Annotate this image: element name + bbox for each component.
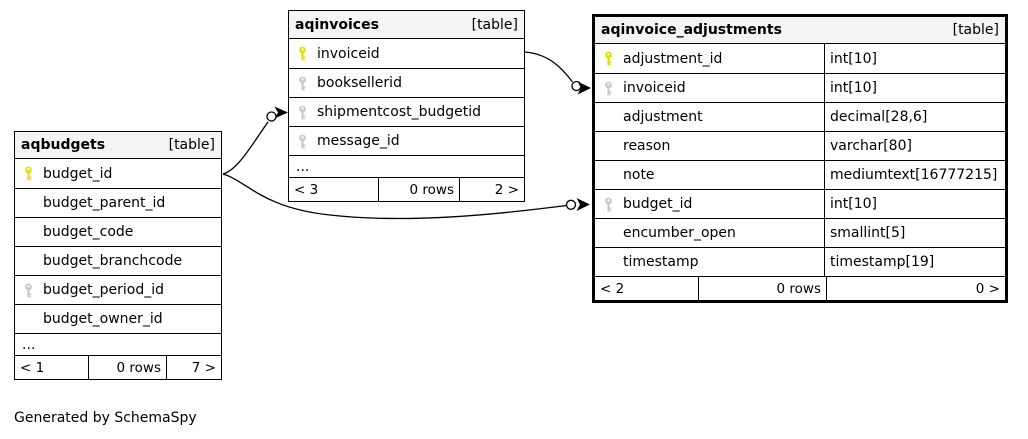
- table-aqbudgets-header[interactable]: aqbudgets [table]: [15, 132, 221, 159]
- table-row: invoiceid int[10]: [595, 73, 1005, 102]
- column-name: invoiceid: [623, 80, 686, 96]
- table-row: timestamp timestamp[19]: [595, 247, 1005, 276]
- column-name: budget_branchcode: [43, 253, 183, 269]
- footer-children: 0 >: [826, 277, 1005, 300]
- column-type: mediumtext[16777215]: [824, 161, 1005, 189]
- key-spacer: [603, 167, 615, 183]
- table-row: note mediumtext[16777215]: [595, 160, 1005, 189]
- table-badge: [table]: [168, 137, 215, 153]
- table-row: booksellerid: [289, 68, 524, 97]
- column-name: shipmentcost_budgetid: [317, 104, 482, 120]
- footer-parents: < 1: [20, 359, 45, 376]
- column-type: varchar[80]: [824, 132, 1005, 160]
- footer-row-count: 0 rows: [698, 277, 826, 300]
- table-aqinvoices: aqinvoices [table] invoiceid bookselleri…: [288, 10, 525, 202]
- table-row: adjustment_id int[10]: [595, 44, 1005, 73]
- table-row: encumber_open smallint[5]: [595, 218, 1005, 247]
- column-name: adjustment_id: [623, 50, 723, 67]
- ellipsis-row: ...: [15, 333, 221, 355]
- primary-key-icon: [603, 51, 615, 67]
- footer-row-count: 0 rows: [378, 178, 459, 201]
- table-row: adjustment decimal[28,6]: [595, 102, 1005, 131]
- table-footer: < 1 0 rows 7 >: [15, 355, 221, 379]
- column-type: smallint[5]: [824, 219, 1005, 247]
- foreign-key-icon: [603, 80, 615, 96]
- column-name: budget_id: [623, 196, 693, 212]
- relationship-invoices-to-adjustments: [524, 51, 591, 95]
- column-type: int[10]: [824, 44, 1005, 73]
- key-spacer: [603, 138, 615, 154]
- foreign-key-icon: [297, 133, 309, 149]
- generated-by-note: Generated by SchemaSpy: [14, 410, 197, 426]
- foreign-key-icon: [23, 282, 35, 298]
- column-name: encumber_open: [623, 225, 736, 241]
- key-spacer: [603, 109, 615, 125]
- table-title: aqinvoice_adjustments: [601, 22, 782, 38]
- ellipsis-row: ...: [289, 155, 524, 177]
- relationship-budgets-to-invoices: [222, 106, 288, 175]
- primary-key-icon: [297, 46, 309, 62]
- column-type: timestamp[19]: [824, 248, 1005, 276]
- foreign-key-icon: [297, 104, 309, 120]
- column-name: booksellerid: [317, 75, 402, 91]
- table-badge: [table]: [952, 22, 999, 38]
- table-row: budget_branchcode: [15, 246, 221, 275]
- table-footer: < 2 0 rows 0 >: [595, 276, 1005, 300]
- footer-parents: < 3: [294, 181, 319, 198]
- key-spacer: [23, 311, 35, 327]
- footer-children: 2 >: [459, 178, 524, 201]
- column-name: budget_code: [43, 224, 134, 240]
- column-name: budget_owner_id: [43, 311, 163, 327]
- table-row: invoiceid: [289, 39, 524, 68]
- foreign-key-icon: [297, 75, 309, 91]
- column-type: int[10]: [824, 190, 1005, 218]
- table-aqinvoices-header[interactable]: aqinvoices [table]: [289, 11, 524, 39]
- table-row: budget_parent_id: [15, 188, 221, 217]
- column-name: note: [623, 167, 655, 183]
- table-row: budget_id: [15, 159, 221, 188]
- table-row: budget_code: [15, 217, 221, 246]
- column-name: message_id: [317, 133, 400, 149]
- key-spacer: [23, 224, 35, 240]
- key-spacer: [23, 195, 35, 211]
- table-row: budget_id int[10]: [595, 189, 1005, 218]
- key-spacer: [23, 253, 35, 269]
- table-row: budget_owner_id: [15, 304, 221, 333]
- table-row: shipmentcost_budgetid: [289, 97, 524, 126]
- primary-key-icon: [23, 166, 35, 182]
- column-name: budget_parent_id: [43, 195, 166, 211]
- footer-row-count: 0 rows: [88, 356, 166, 379]
- column-name: budget_period_id: [43, 282, 165, 298]
- table-badge: [table]: [471, 16, 518, 33]
- table-row: message_id: [289, 126, 524, 155]
- column-name: adjustment: [623, 109, 703, 125]
- key-spacer: [603, 254, 615, 270]
- table-aqinvoice-adjustments-header[interactable]: aqinvoice_adjustments [table]: [595, 17, 1005, 44]
- column-name: reason: [623, 138, 671, 154]
- foreign-key-icon: [603, 196, 615, 212]
- footer-parents: < 2: [600, 280, 625, 297]
- table-aqbudgets: aqbudgets [table] budget_id budget_paren…: [14, 131, 222, 380]
- table-title: aqbudgets: [21, 137, 106, 153]
- table-row: reason varchar[80]: [595, 131, 1005, 160]
- table-title: aqinvoices: [295, 16, 379, 33]
- table-aqinvoice-adjustments: aqinvoice_adjustments [table] adjustment…: [592, 14, 1008, 303]
- table-row: budget_period_id: [15, 275, 221, 304]
- column-type: int[10]: [824, 74, 1005, 102]
- column-name: budget_id: [43, 165, 113, 182]
- column-name: invoiceid: [317, 45, 380, 62]
- key-spacer: [603, 225, 615, 241]
- table-footer: < 3 0 rows 2 >: [289, 177, 524, 201]
- footer-children: 7 >: [166, 356, 221, 379]
- column-type: decimal[28,6]: [824, 103, 1005, 131]
- column-name: timestamp: [623, 254, 699, 270]
